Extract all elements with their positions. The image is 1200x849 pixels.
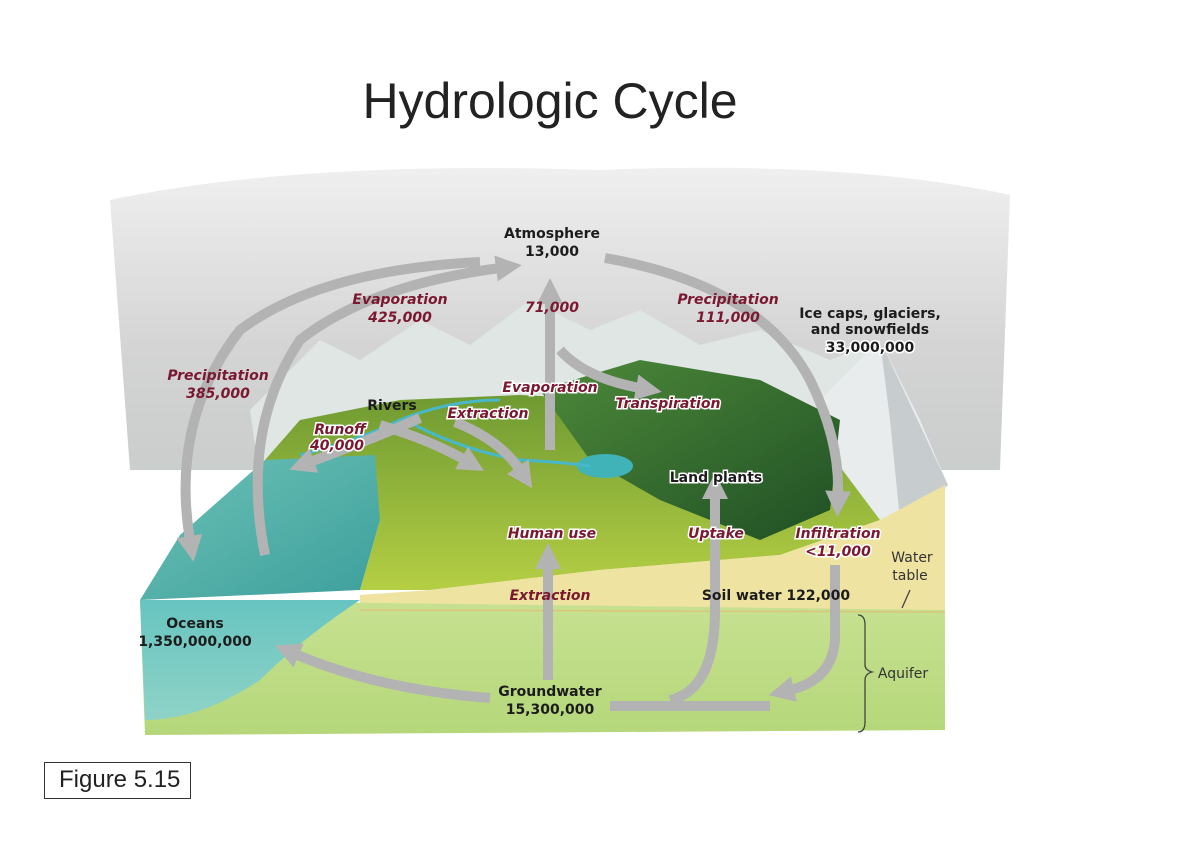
ice-label-line1: Ice caps, glaciers,: [799, 306, 941, 322]
ice-label-line2: and snowfields: [811, 322, 929, 338]
oceans-label: Oceans: [166, 616, 223, 632]
oceans-value: 1,350,000,000: [138, 634, 252, 650]
arrow-runoff: [289, 413, 423, 473]
atmosphere-value: 13,000: [525, 244, 579, 260]
arrow-precipitation-land: [604, 253, 852, 517]
arrow-rivers-to-human: [378, 420, 485, 471]
evaporation-land-label: Evaporation: [502, 380, 597, 396]
precipitation-land-label: Precipitation: [677, 292, 778, 308]
water-table-label-2: table: [892, 568, 927, 584]
human-use-label: Human use: [508, 526, 596, 542]
water-table-label-1: Water: [891, 550, 933, 566]
lake: [577, 454, 633, 478]
water-table-pointer: [901, 589, 911, 609]
arrow-transpiration: [556, 346, 662, 401]
extraction-ground-label: Extraction: [509, 588, 590, 604]
precipitation-ocean-value: 385,000: [186, 386, 250, 402]
arrow-precipitation-ocean: [176, 257, 481, 562]
water-table-line: [359, 609, 946, 613]
groundwater-label: Groundwater: [498, 684, 602, 700]
evaporation-ocean-value: 425,000: [367, 310, 432, 326]
aquifer-bracket: [857, 614, 875, 733]
soil-water-label: Soil water 122,000: [702, 588, 851, 604]
uptake-label: Uptake: [688, 526, 744, 542]
atmosphere-label: Atmosphere: [504, 226, 600, 242]
land-plants-label: Land plants: [670, 470, 763, 486]
arrow-evaporation-ocean: [252, 255, 522, 556]
aquifer-label: Aquifer: [878, 666, 929, 682]
evaporation-ocean-label: Evaporation: [352, 292, 447, 308]
groundwater-value: 15,300,000: [506, 702, 595, 718]
infiltration-label: Infiltration: [795, 526, 880, 542]
runoff-label: Runoff: [314, 422, 367, 438]
figure-caption: Figure 5.15: [44, 762, 192, 799]
ice-value: 33,000,000: [826, 340, 915, 356]
rivers-label: Rivers: [367, 398, 416, 414]
runoff-value: 40,000: [309, 438, 364, 454]
precipitation-ocean-label: Precipitation: [167, 368, 268, 384]
extraction-river-label: Extraction: [447, 406, 528, 422]
arrow-uptake: [668, 473, 728, 705]
infiltration-value: <11,000: [805, 544, 871, 560]
forest: [540, 360, 840, 540]
precipitation-land-value: 111,000: [696, 310, 760, 326]
arrow-infiltration: [768, 565, 840, 702]
arrow-groundwater-ocean: [274, 643, 491, 703]
land-to-atmosphere-value: 71,000: [525, 300, 579, 316]
transpiration-label: Transpiration: [616, 396, 721, 412]
soil-surface: [360, 485, 945, 610]
page-title: Hydrologic Cycle: [362, 73, 738, 129]
ice-cap-shadow: [880, 340, 948, 520]
arrow-extraction-river: [453, 417, 533, 489]
ocean-front: [140, 600, 360, 720]
